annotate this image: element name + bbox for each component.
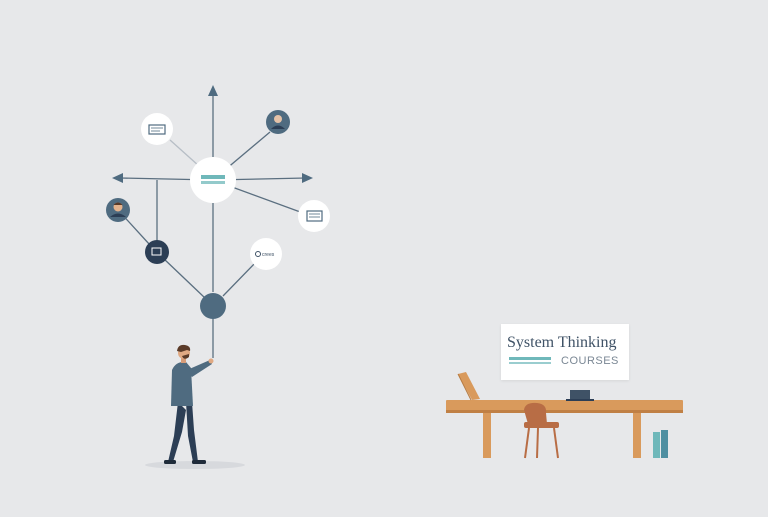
sign-accent-bar (509, 357, 551, 360)
book-icon (653, 432, 660, 458)
document-icon (306, 210, 323, 222)
system-thinking-sign: System Thinking COURSES (501, 324, 629, 380)
card-icon (148, 124, 166, 135)
card-node-right (298, 200, 330, 232)
laptop-small (566, 390, 594, 401)
hub-node (190, 157, 236, 203)
desk-top (446, 400, 683, 413)
chair (524, 402, 559, 459)
arrow-up-icon (208, 85, 218, 96)
chat-icon (151, 247, 162, 256)
text-node-label: crees (262, 252, 275, 258)
sign-title: System Thinking (507, 334, 617, 351)
sign-subtitle: COURSES (561, 355, 619, 367)
card-node-top-left (141, 113, 173, 145)
status-icon (255, 251, 261, 257)
desk-leg-right (633, 413, 641, 458)
root-node (200, 293, 226, 319)
connector-text-node (222, 259, 259, 297)
book-stack (653, 430, 668, 458)
desk-leg-left (483, 413, 491, 458)
arrow-right-icon (302, 173, 313, 183)
connector-faint (169, 139, 200, 167)
connector-dark-node (162, 257, 206, 299)
laptop-open (457, 372, 480, 401)
arrow-left-icon (112, 173, 123, 183)
text-node: crees (250, 238, 282, 270)
laptop-icon (570, 390, 590, 400)
avatar-left (106, 198, 130, 222)
sign-accent-bar-secondary (509, 362, 551, 364)
hub-bar-icon (201, 175, 225, 179)
person-figure (145, 344, 245, 469)
desk (446, 400, 683, 458)
dark-node (145, 240, 169, 264)
avatar-top-right (266, 110, 290, 134)
